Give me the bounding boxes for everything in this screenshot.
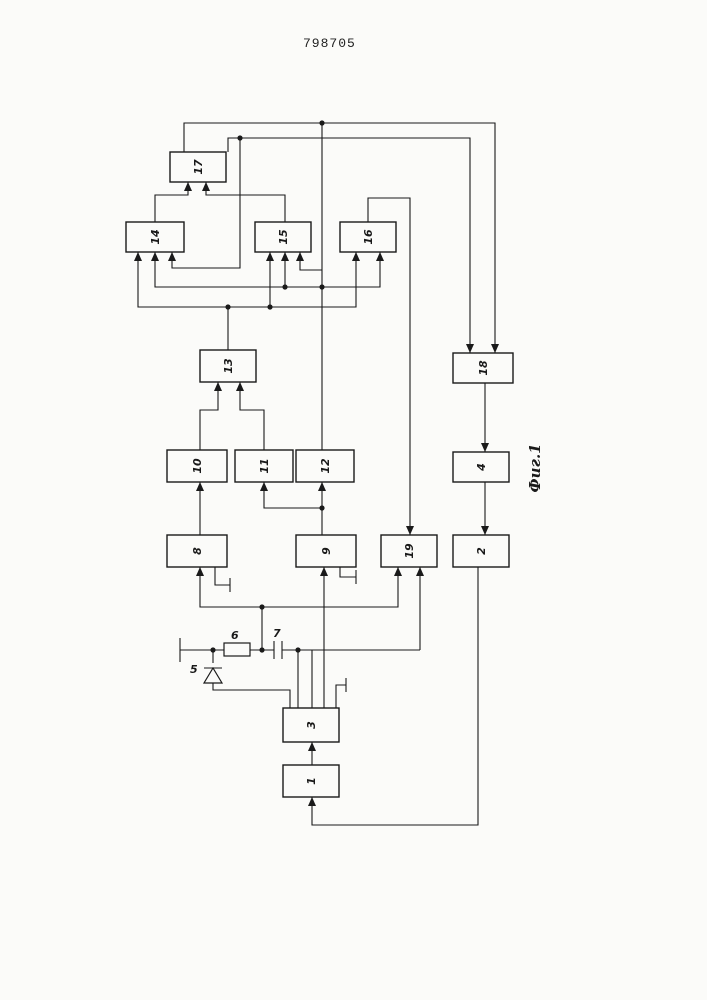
block-19-label: 19 xyxy=(403,543,416,559)
block-3: 3 xyxy=(283,708,339,742)
block-15: 15 xyxy=(255,222,311,252)
block-15-label: 15 xyxy=(277,229,290,245)
block-9-label: 9 xyxy=(320,547,333,555)
block-9: 9 xyxy=(296,535,356,567)
block-11: 11 xyxy=(235,450,293,482)
block-2: 2 xyxy=(453,535,509,567)
block-1-label: 1 xyxy=(305,777,318,785)
resistor-label: 6 xyxy=(231,629,239,642)
capacitor-label: 7 xyxy=(273,627,281,640)
diode-symbol: 5 xyxy=(190,663,222,683)
block-18-label: 18 xyxy=(477,360,490,376)
block-11-label: 11 xyxy=(258,458,271,473)
block-4-label: 4 xyxy=(475,463,488,472)
block-12-label: 12 xyxy=(319,458,332,474)
block-8: 8 xyxy=(167,535,227,567)
block-8-label: 8 xyxy=(191,547,204,555)
block-16-label: 16 xyxy=(362,229,375,245)
block-3-label: 3 xyxy=(305,721,318,729)
block-18: 18 xyxy=(453,353,513,383)
block-19: 19 xyxy=(381,535,437,567)
block-14-label: 14 xyxy=(149,229,162,244)
block-17-label: 17 xyxy=(192,159,205,175)
block-13-label: 13 xyxy=(222,358,235,374)
block-2-label: 2 xyxy=(475,547,488,555)
junction-dots xyxy=(210,120,324,652)
capacitor-symbol: 7 xyxy=(273,627,282,659)
block-12: 12 xyxy=(296,450,354,482)
resistor-symbol: 6 xyxy=(224,629,250,656)
block-10-label: 10 xyxy=(191,458,204,474)
block-10: 10 xyxy=(167,450,227,482)
block-1: 1 xyxy=(283,765,339,797)
block-17: 17 xyxy=(170,152,226,182)
block-16: 16 xyxy=(340,222,396,252)
block-4: 4 xyxy=(453,452,509,482)
diode-label: 5 xyxy=(190,663,198,676)
block-14: 14 xyxy=(126,222,184,252)
block-13: 13 xyxy=(200,350,256,382)
figure-caption: Фиг.1 xyxy=(526,443,544,492)
